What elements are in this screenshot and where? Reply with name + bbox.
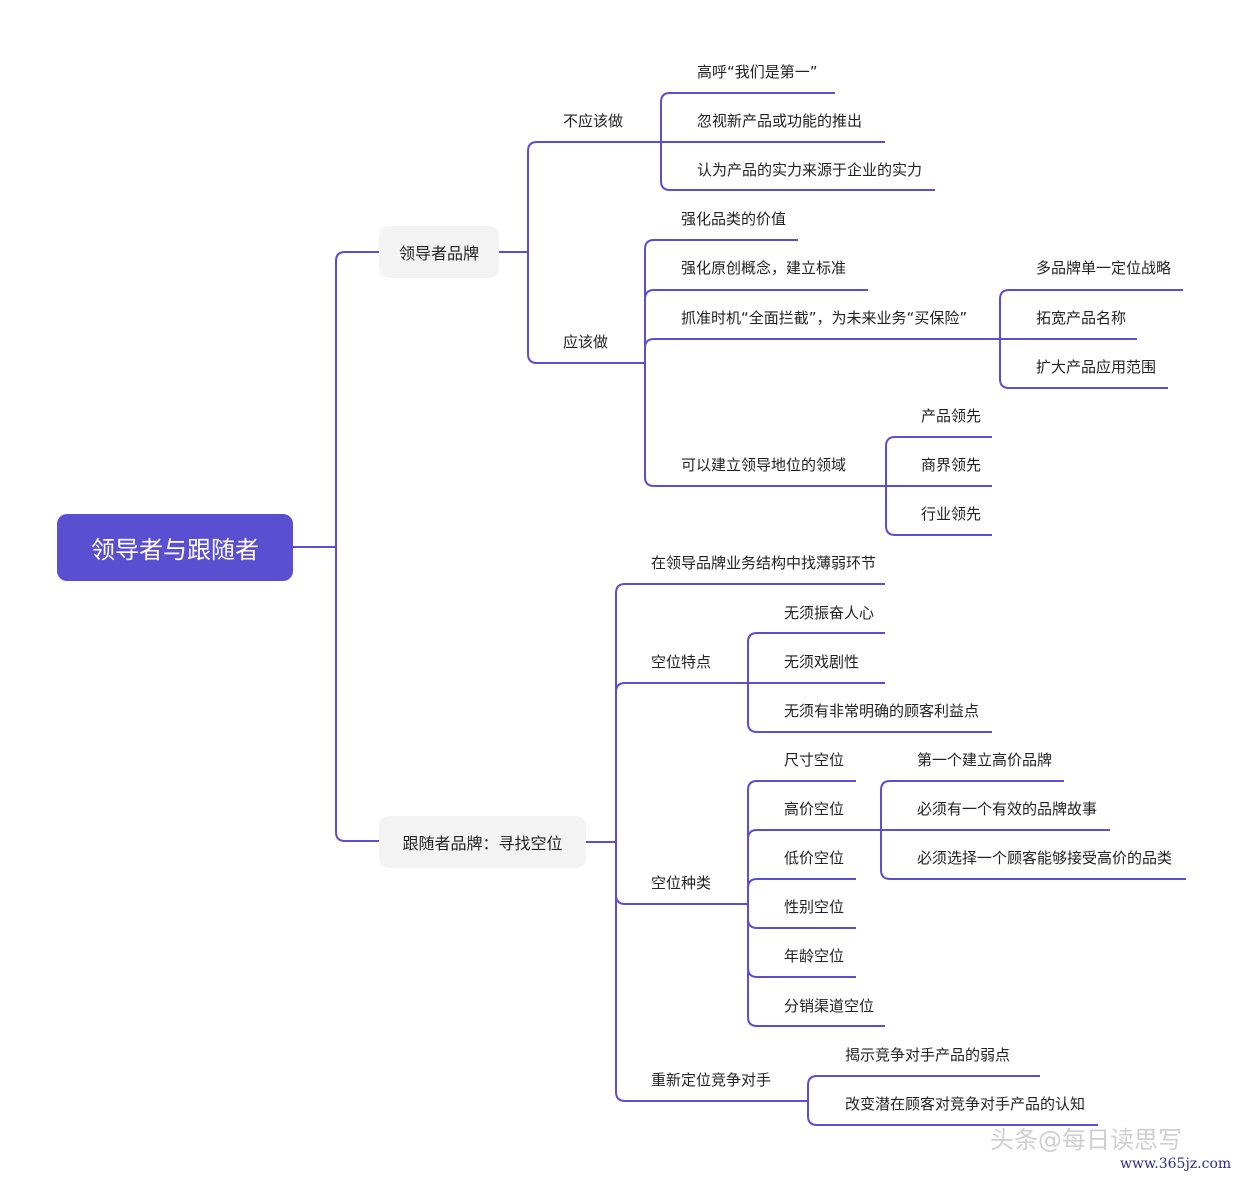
reposition-branch xyxy=(807,1075,1040,1101)
intercept-item[interactable]: 多品牌单一定位战略 xyxy=(1036,259,1172,277)
types-branch xyxy=(747,829,881,904)
follower-brand-node[interactable]: 跟随者品牌：寻找空位 xyxy=(379,816,586,868)
type-item[interactable]: 性别空位 xyxy=(784,898,845,916)
follower-branch xyxy=(615,583,885,842)
highprice-item[interactable]: 必须选择一个顾客能够接受高价的品类 xyxy=(917,849,1173,867)
do-branch xyxy=(644,289,868,363)
do-branch xyxy=(644,338,1000,363)
do-item[interactable]: 抓准时机“全面拦截”，为未来业务“买保险” xyxy=(681,309,968,327)
reposition-branch xyxy=(807,1101,1098,1126)
field-item[interactable]: 行业领先 xyxy=(921,505,982,523)
traits-branch xyxy=(747,632,885,683)
dont-item[interactable]: 高呼“我们是第一” xyxy=(697,63,818,81)
do-item[interactable]: 强化品类的价值 xyxy=(681,210,787,228)
root-branch xyxy=(335,251,379,547)
trait-item[interactable]: 无须戏剧性 xyxy=(784,653,860,671)
dont-branch xyxy=(660,142,935,191)
traits-branch xyxy=(747,683,992,733)
trait-item[interactable]: 无须振奋人心 xyxy=(784,604,875,622)
field-item[interactable]: 商界领先 xyxy=(921,456,982,474)
do-branch xyxy=(644,363,886,487)
field-branch xyxy=(885,486,992,536)
reposition-item[interactable]: 改变潜在顾客对竞争对手产品的认知 xyxy=(845,1095,1086,1113)
dont-item[interactable]: 认为产品的实力来源于企业的实力 xyxy=(697,161,923,179)
follower-branch xyxy=(615,682,748,842)
field-item[interactable]: 产品领先 xyxy=(921,407,982,425)
type-item[interactable]: 分销渠道空位 xyxy=(784,997,875,1015)
types-branch xyxy=(747,904,885,1027)
leader-branch xyxy=(527,252,645,364)
intercept-branch xyxy=(999,289,1183,339)
watermark-site: www.365jz.com xyxy=(1120,1156,1232,1172)
weak-link-node[interactable]: 在领导品牌业务结构中找薄弱环节 xyxy=(651,554,877,572)
field-branch xyxy=(885,436,992,486)
do-item[interactable]: 强化原创概念，建立标准 xyxy=(681,259,847,277)
type-item[interactable]: 高价空位 xyxy=(784,800,845,818)
highprice-branch xyxy=(880,780,1064,830)
highprice-branch xyxy=(880,830,1186,880)
traits-node[interactable]: 空位特点 xyxy=(651,653,712,671)
root-node[interactable]: 领导者与跟随者 xyxy=(57,514,293,581)
type-item[interactable]: 尺寸空位 xyxy=(784,751,845,769)
dont-node[interactable]: 不应该做 xyxy=(563,112,624,130)
type-item[interactable]: 年龄空位 xyxy=(784,947,845,965)
types-branch xyxy=(747,878,856,904)
watermark-brand: 头条@每日读思写 xyxy=(990,1126,1182,1154)
intercept-item[interactable]: 拓宽产品名称 xyxy=(1036,309,1127,327)
leader-branch xyxy=(527,141,661,252)
do-item[interactable]: 可以建立领导地位的领域 xyxy=(681,456,847,474)
do-node[interactable]: 应该做 xyxy=(563,333,609,351)
trait-item[interactable]: 无须有非常明确的顾客利益点 xyxy=(784,702,980,720)
leader-brand-node[interactable]: 领导者品牌 xyxy=(379,226,499,278)
reposition-node[interactable]: 重新定位竞争对手 xyxy=(651,1071,772,1089)
type-item[interactable]: 低价空位 xyxy=(784,849,845,867)
highprice-item[interactable]: 第一个建立高价品牌 xyxy=(917,751,1053,769)
types-node[interactable]: 空位种类 xyxy=(651,874,712,892)
reposition-item[interactable]: 揭示竞争对手产品的弱点 xyxy=(845,1046,1011,1064)
highprice-item[interactable]: 必须有一个有效的品牌故事 xyxy=(917,800,1098,818)
dont-branch xyxy=(660,92,835,142)
intercept-item[interactable]: 扩大产品应用范围 xyxy=(1036,358,1157,376)
follower-branch xyxy=(615,842,808,1102)
dont-item[interactable]: 忽视新产品或功能的推出 xyxy=(697,112,863,130)
do-branch xyxy=(644,239,798,363)
types-branch xyxy=(747,780,856,904)
intercept-branch xyxy=(999,339,1168,389)
root-branch xyxy=(335,547,379,842)
